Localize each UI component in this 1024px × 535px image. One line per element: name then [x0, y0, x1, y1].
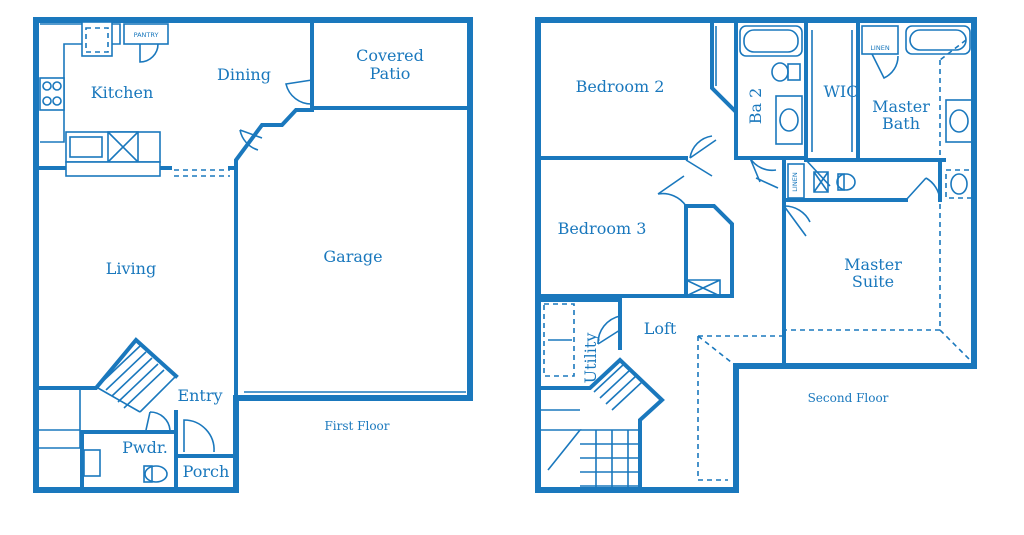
pantry-closet — [123, 23, 169, 45]
room-label-linen-top: LINEN — [870, 44, 890, 52]
washer-dryer — [543, 303, 575, 377]
ba2-tub-icon — [739, 25, 803, 57]
room-label-wic: WIC — [823, 82, 858, 101]
room-label-master-suite-line2: Suite — [852, 272, 894, 291]
ba2-vanity — [775, 95, 803, 145]
second-floor-stairs — [536, 357, 665, 492]
room-label-living: Living — [106, 259, 156, 278]
second-floor-plan — [535, 17, 977, 493]
room-label-master-bath-line1: Master — [872, 97, 930, 116]
room-label-utility: Utility — [581, 333, 600, 384]
room-label-porch: Porch — [183, 462, 230, 481]
master-bath-vanity — [945, 99, 973, 143]
room-label-bedroom-2: Bedroom 2 — [576, 77, 665, 96]
room-label-garage: Garage — [323, 247, 382, 266]
room-label-loft: Loft — [644, 319, 677, 338]
room-label-dining: Dining — [217, 65, 271, 84]
ba2-toilet-icon — [771, 62, 789, 82]
room-label-master-bath-line2: Bath — [882, 114, 920, 133]
master-bath-tub-icon — [905, 25, 971, 55]
room-label-pantry: PANTRY — [134, 31, 159, 39]
second-floor-exterior-walls — [535, 17, 977, 493]
floor-title-second: Second Floor — [808, 391, 889, 405]
room-label-kitchen: Kitchen — [91, 83, 154, 102]
master-suite-ceiling-line — [782, 329, 973, 363]
room-label-entry: Entry — [177, 386, 222, 405]
powder-toilet-icon — [144, 465, 168, 483]
linen-closet-top — [861, 25, 899, 55]
room-label-covered-patio-line1: Covered — [356, 46, 424, 65]
room-label-powder: Pwdr. — [122, 438, 168, 457]
linen-closet-side — [787, 163, 805, 199]
room-label-master-suite-line1: Master — [844, 255, 902, 274]
first-floor-plan — [33, 17, 473, 493]
room-label-covered-patio-line2: Patio — [370, 64, 411, 83]
powder-vanity — [83, 449, 101, 477]
master-toilet-icon — [836, 173, 856, 191]
first-floor-exterior-walls — [33, 17, 473, 493]
room-label-bedroom-3: Bedroom 3 — [558, 219, 647, 238]
loft-open-to-below — [697, 335, 782, 481]
room-label-bath-2: Ba 2 — [746, 88, 765, 125]
floor-title-first: First Floor — [324, 419, 389, 433]
room-label-linen-side: LINEN — [791, 172, 799, 192]
